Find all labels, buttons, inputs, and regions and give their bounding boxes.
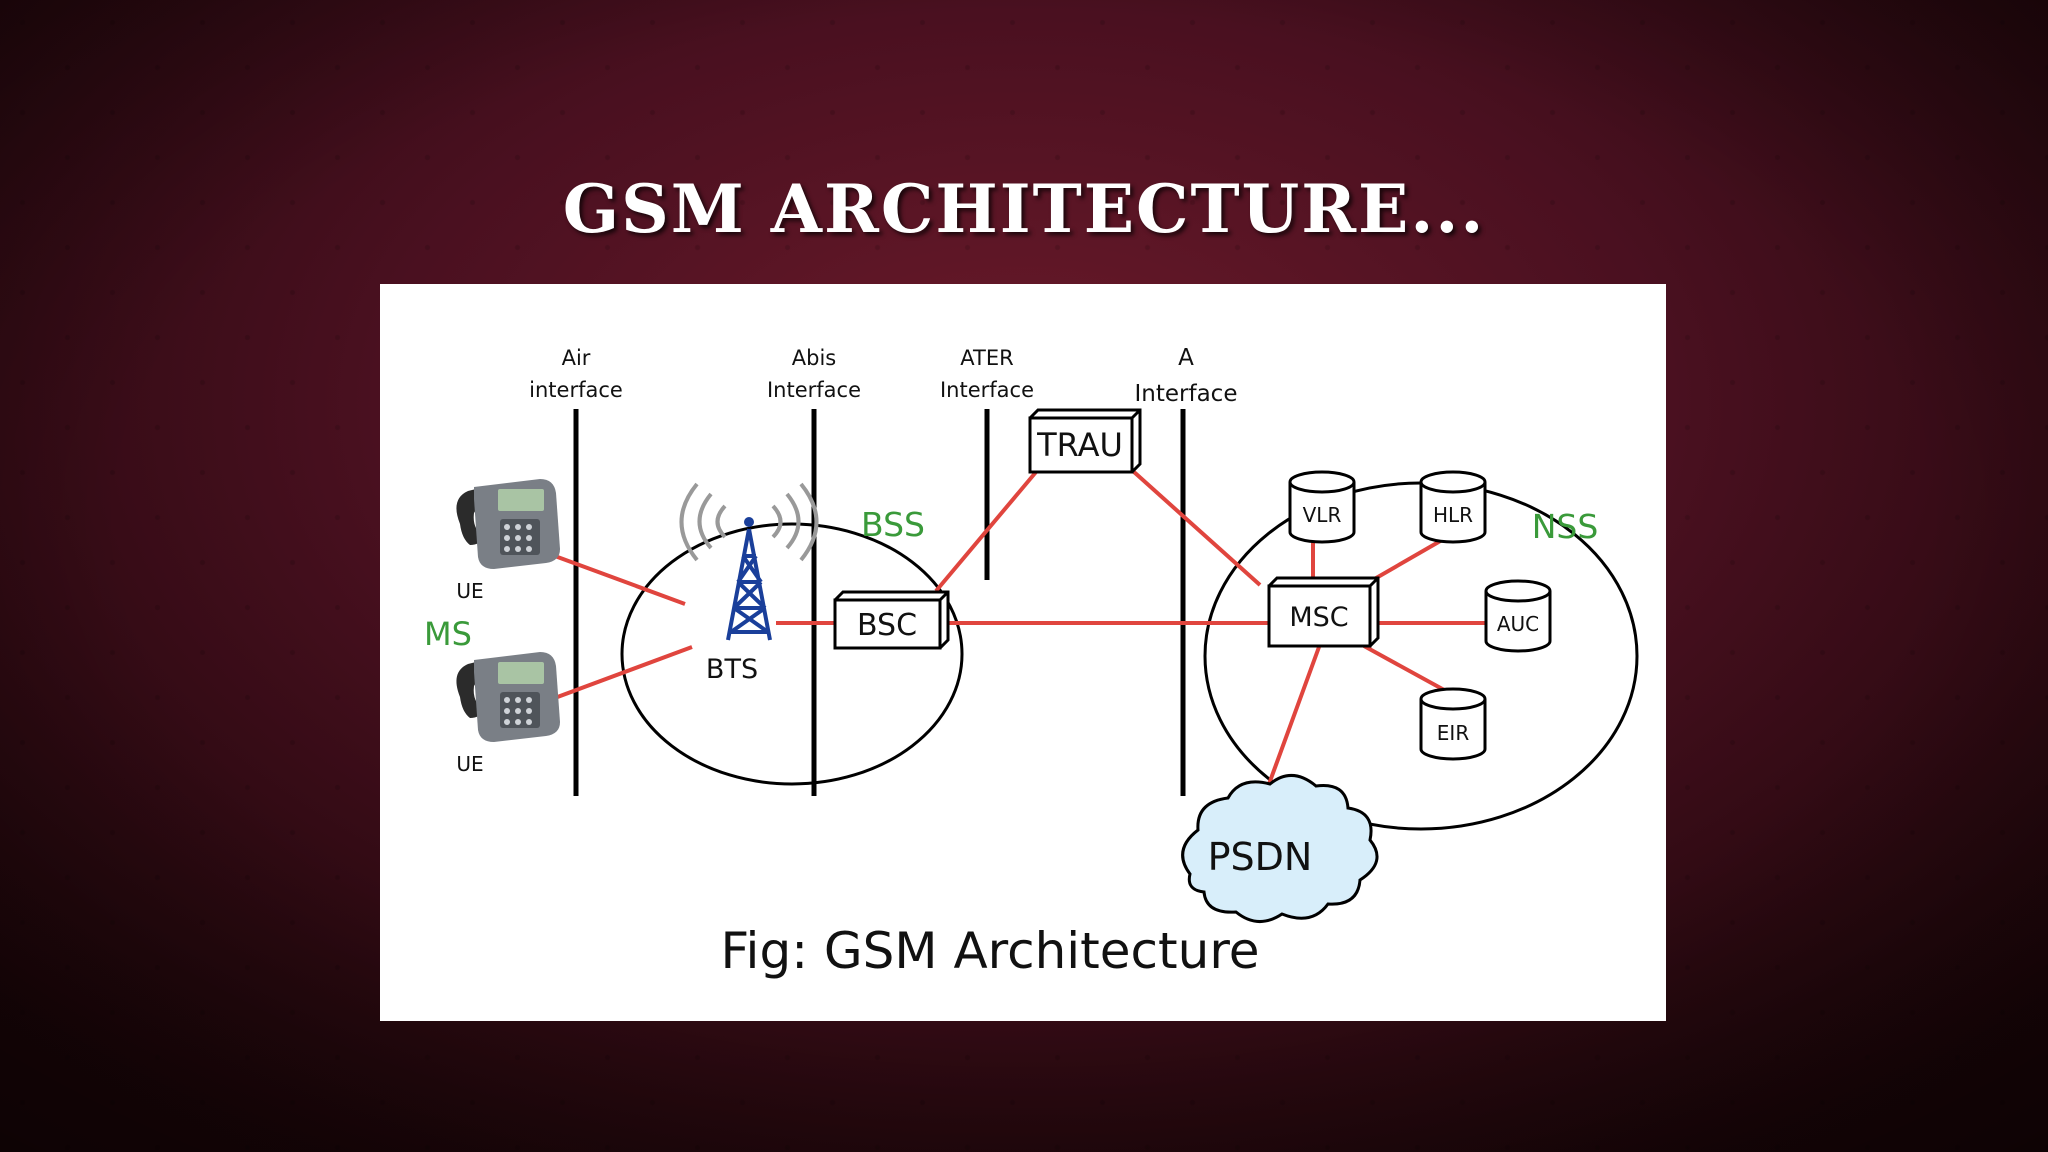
hlr-database-icon [1419,470,1487,544]
bsc-label: BSC [857,608,917,643]
slide-title: GSM ARCHITECTURE... [562,170,1486,248]
msc-box [1267,576,1380,648]
ater-interface-label-2: Interface [940,378,1034,402]
trau-box [1028,408,1142,474]
antenna-tower-icon [679,482,819,641]
ater-interface-label-1: ATER [960,346,1013,370]
links [543,470,1486,785]
auc-label: AUC [1497,612,1539,636]
eir-database-icon [1419,687,1487,761]
msc-label: MSC [1289,602,1348,633]
bts-label: BTS [706,654,758,685]
abis-interface-label-2: Interface [767,378,861,402]
nss-label: NSS [1532,507,1599,546]
psdn-label: PSDN [1208,835,1313,879]
ue1-label: UE [456,579,483,603]
link-ue1-bts [543,550,686,606]
vlr-database-icon [1288,470,1356,544]
bss-ellipse [620,522,964,786]
phone-icon [456,479,560,569]
trau-label: TRAU [1036,426,1123,464]
link-ue2-bts [543,645,693,704]
a-interface-label-2: Interface [1135,381,1238,407]
a-interface-label-1: A [1178,345,1194,371]
air-interface-label-1: Air [562,346,591,370]
figure-caption: Fig: GSM Architecture [720,922,1259,980]
cloud-icon [1181,774,1379,923]
bsc-box [833,590,950,650]
phone-icon [456,652,560,742]
diagram-panel: Air interface Abis Interface ATER Interf… [380,284,1666,1021]
ms-label: MS [424,615,472,653]
gsm-architecture-diagram: Air interface Abis Interface ATER Interf… [424,345,1639,980]
link-msc-psdn [1267,646,1321,785]
air-interface-label-2: interface [529,378,623,402]
auc-database-icon [1484,579,1552,653]
abis-interface-label-1: Abis [792,346,836,370]
hlr-label: HLR [1433,503,1473,527]
link-bsc-trau [934,470,1038,593]
link-msc-eir [1363,644,1447,693]
vlr-label: VLR [1303,503,1342,527]
eir-label: EIR [1437,721,1470,745]
ue2-label: UE [456,752,483,776]
bss-label: BSS [861,505,925,544]
link-trau-msc [1132,470,1262,587]
